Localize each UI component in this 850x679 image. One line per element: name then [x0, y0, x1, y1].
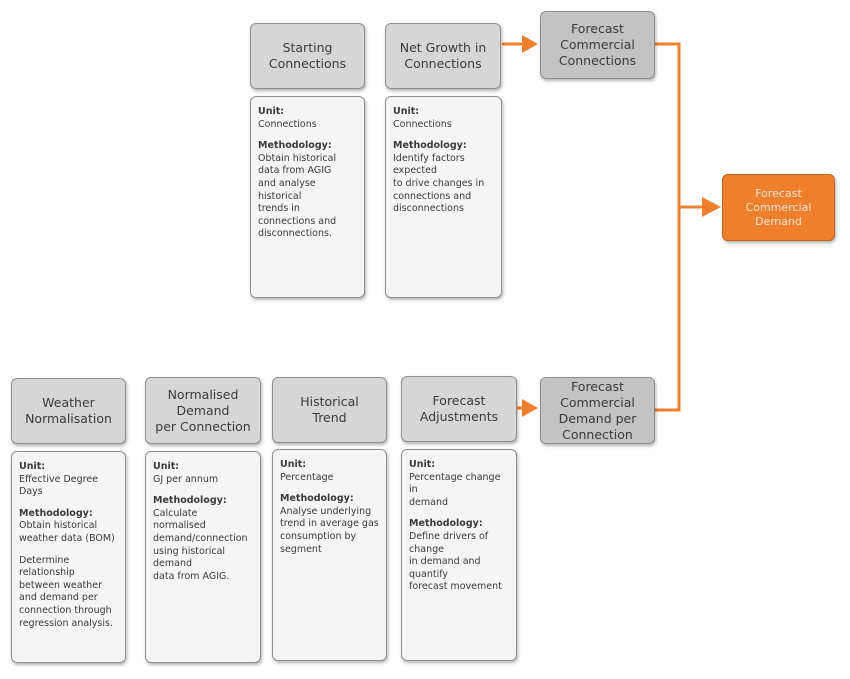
methodology-label: Methodology:	[280, 493, 354, 505]
unit-label: Unit:	[258, 106, 285, 117]
unit-label: Unit:	[153, 461, 180, 472]
forecast-commercial-demand-title: Forecast Commercial Demand	[745, 186, 812, 228]
methodology-label: Methodology:	[19, 507, 93, 519]
net-growth-box: Net Growth in Connections	[385, 23, 501, 89]
methodology-label: Methodology:	[393, 140, 467, 152]
forecast-commercial-connections-title: Forecast Commercial Connections	[558, 21, 637, 68]
forecast-demand-per-connection-title: Forecast Commercial Demand per Connectio…	[558, 378, 637, 442]
methodology-extra: Determine relationship between weather a…	[19, 554, 113, 629]
normalised-demand-title: Normalised Demand per Connection	[155, 386, 251, 434]
unit-value: Connections	[258, 118, 317, 130]
starting-connections-box: Starting Connections	[250, 23, 365, 89]
forecast-adjustments-box: Forecast Adjustments	[401, 376, 517, 442]
methodology-value: Calculate normalised demand/connection u…	[153, 507, 248, 582]
methodology-value: Obtain historical data from AGIG and ana…	[258, 152, 337, 240]
unit-value: Effective Degree Days	[19, 473, 99, 498]
weather-normalisation-box: Weather Normalisation	[11, 378, 126, 444]
unit-value: Percentage change in demand	[409, 471, 501, 508]
methodology-value: Define drivers of change in demand and q…	[409, 530, 502, 593]
starting-connections-card: Unit: Connections Methodology: Obtain hi…	[250, 96, 365, 298]
forecast-commercial-demand-box: Forecast Commercial Demand	[722, 174, 835, 241]
connector-connections-to-demand	[655, 42, 681, 412]
normalised-demand-card: Unit: GJ per annum Methodology: Calculat…	[145, 451, 261, 663]
weather-normalisation-card: Unit: Effective Degree Days Methodology:…	[11, 451, 126, 663]
unit-label: Unit:	[393, 106, 420, 117]
forecast-adjustments-title: Forecast Adjustments	[419, 393, 499, 424]
unit-label: Unit:	[19, 461, 46, 472]
unit-label: Unit:	[280, 459, 307, 470]
weather-normalisation-title: Weather Normalisation	[25, 395, 112, 426]
forecast-adjustments-card: Unit: Percentage change in demand Method…	[401, 449, 517, 661]
methodology-label: Methodology:	[409, 518, 483, 530]
starting-connections-title: Starting Connections	[268, 40, 347, 71]
net-growth-title: Net Growth in Connections	[399, 40, 487, 71]
methodology-label: Methodology:	[258, 140, 332, 152]
methodology-value: Identify factors expected to drive chang…	[393, 152, 485, 215]
methodology-value: Analyse underlying trend in average gas …	[280, 505, 379, 555]
methodology-value: Obtain historical weather data (BOM)	[19, 520, 115, 544]
net-growth-card: Unit: Connections Methodology: Identify …	[385, 96, 502, 298]
unit-label: Unit:	[409, 459, 436, 470]
methodology-label: Methodology:	[153, 495, 227, 507]
unit-value: Percentage	[280, 471, 334, 483]
historical-trend-title: Historical Trend	[300, 394, 359, 425]
normalised-demand-box: Normalised Demand per Connection	[145, 377, 261, 444]
historical-trend-card: Unit: Percentage Methodology: Analyse un…	[272, 449, 387, 661]
unit-value: Connections	[393, 118, 452, 130]
forecast-commercial-connections-box: Forecast Commercial Connections	[540, 11, 655, 79]
forecast-demand-per-connection-box: Forecast Commercial Demand per Connectio…	[540, 377, 655, 444]
historical-trend-box: Historical Trend	[272, 377, 387, 443]
unit-value: GJ per annum	[153, 473, 219, 485]
